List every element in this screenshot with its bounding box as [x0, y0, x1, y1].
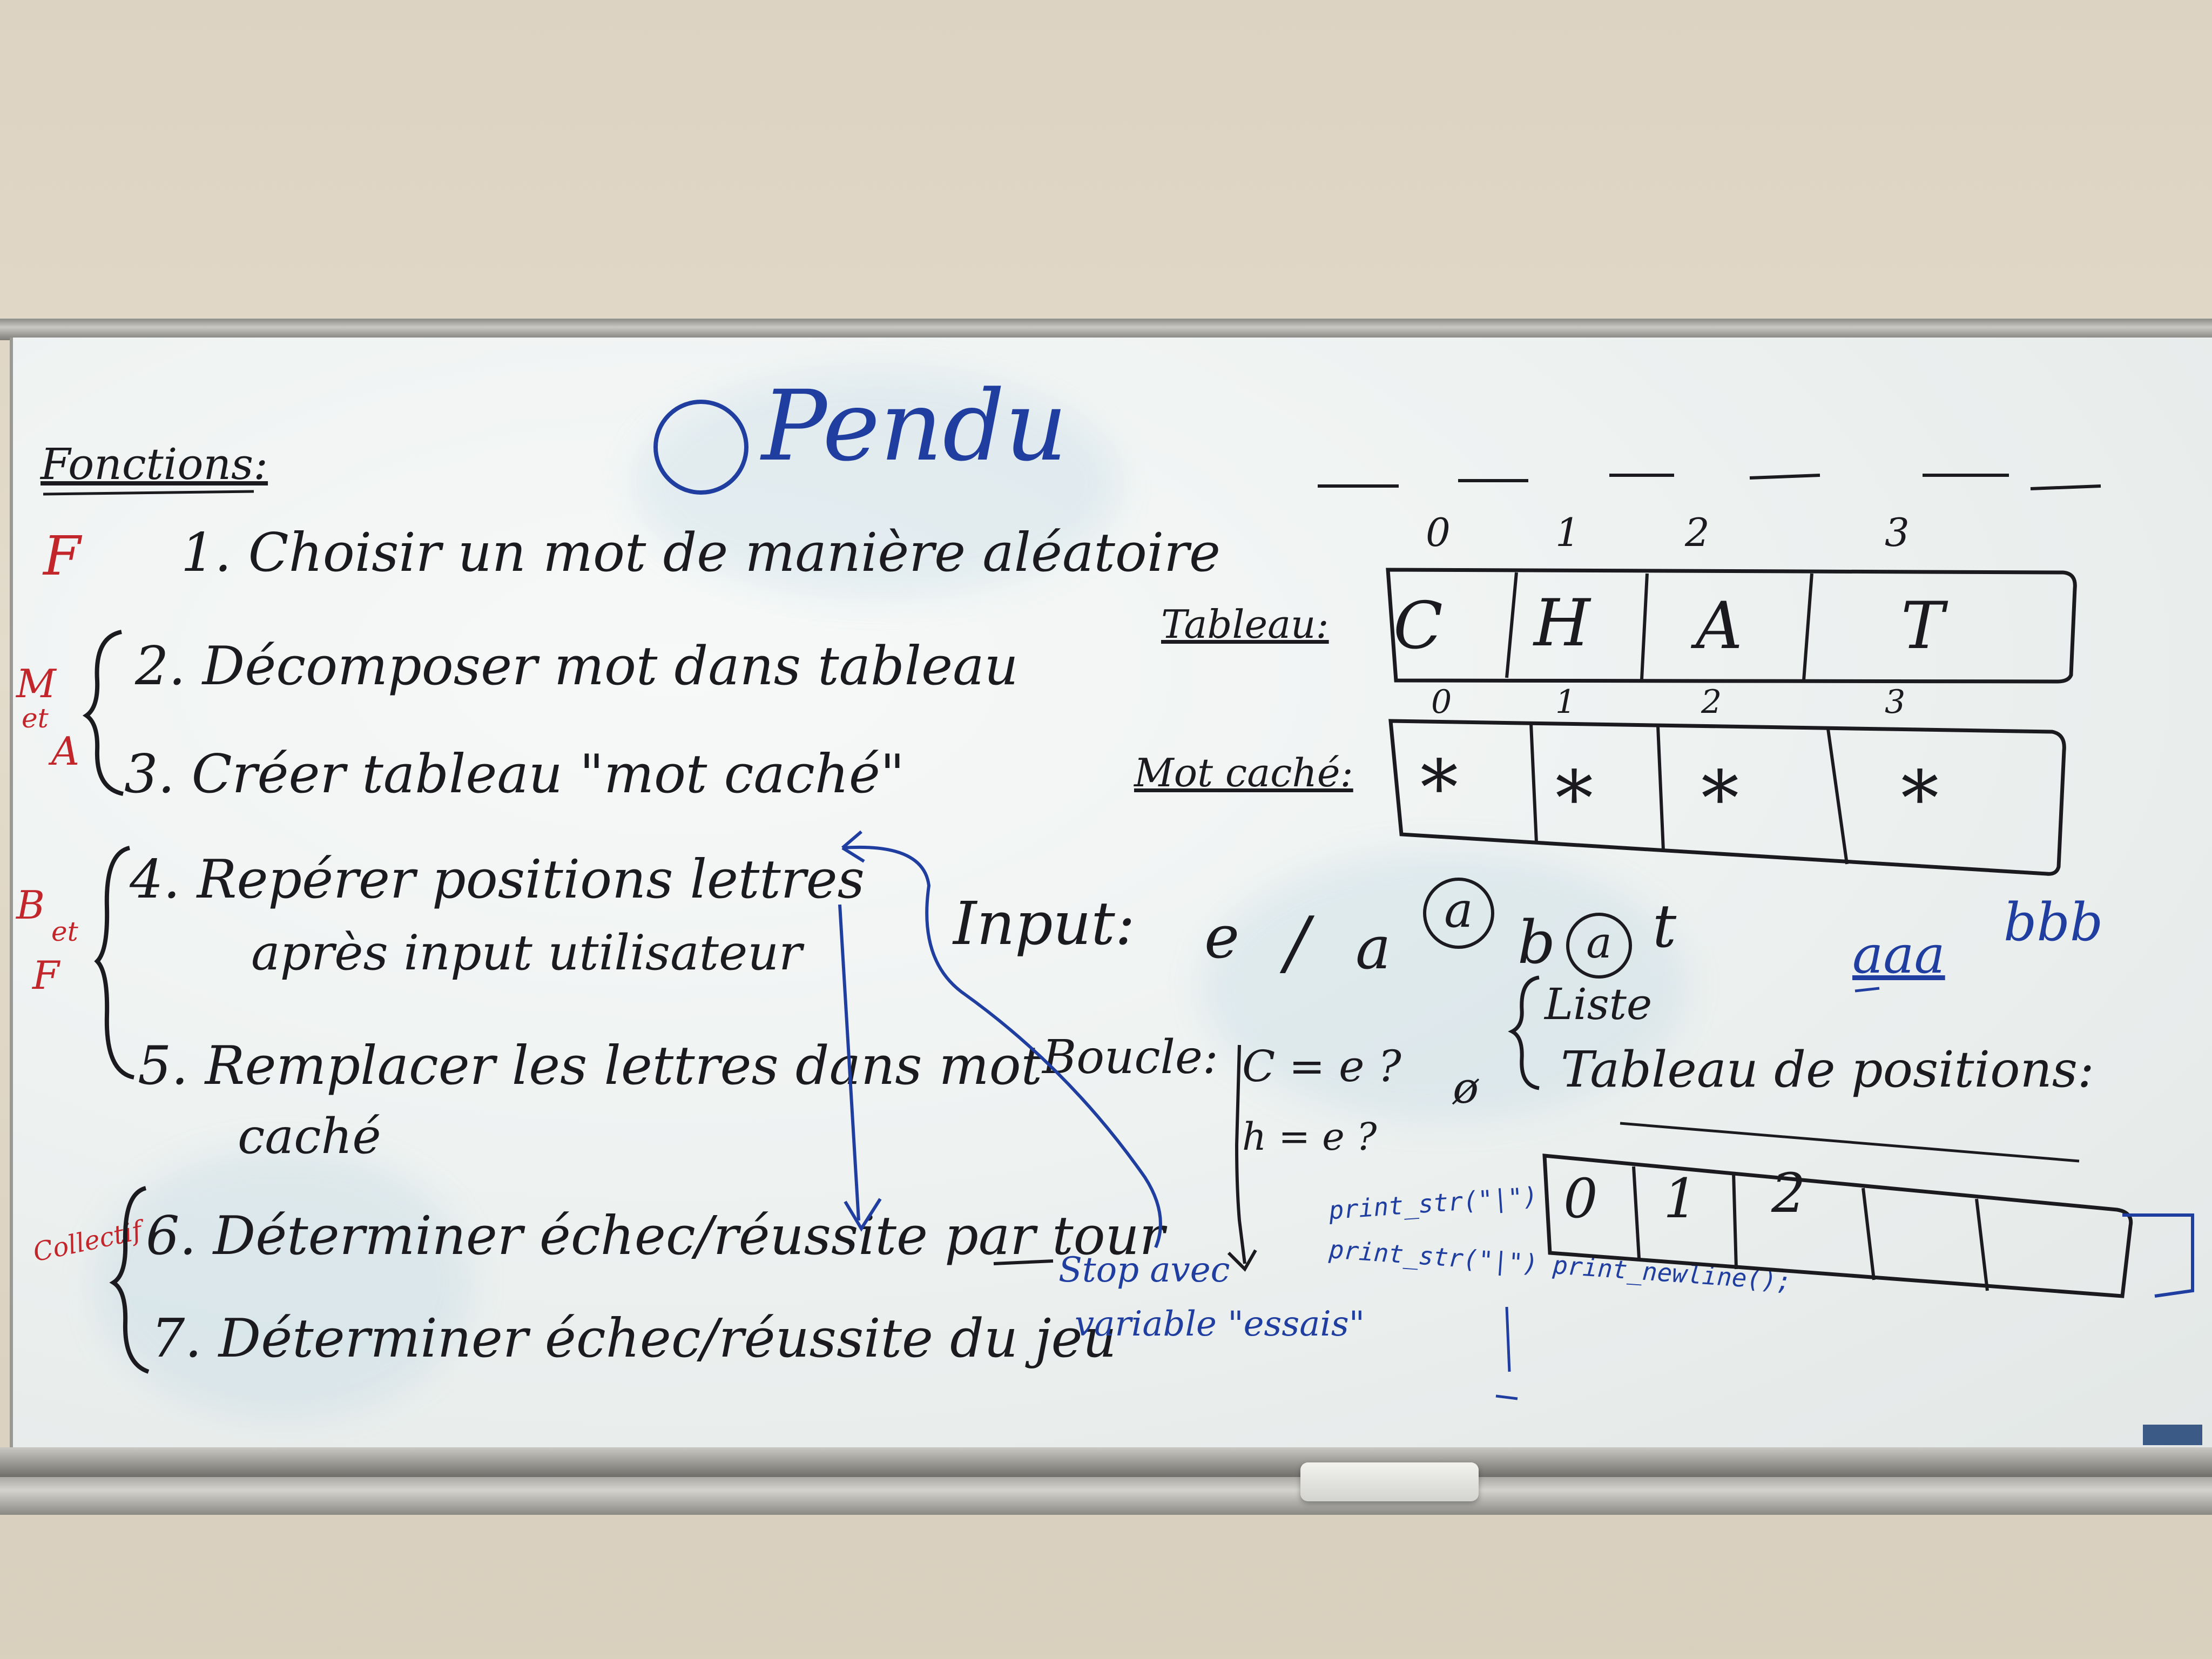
boucle-line: C = e ? — [1242, 1041, 1401, 1091]
tableau-index: 2 — [1685, 510, 1710, 555]
tableau-cell: A — [1696, 589, 1743, 664]
step-1: 1. Choisir un mot de manière aléatoire — [181, 522, 1221, 584]
step-5: 5. Remplacer les lettres dans mot — [138, 1035, 1042, 1097]
tableau-cell: T — [1901, 589, 1945, 664]
board-top-rail — [0, 319, 2212, 340]
tableau-index: 0 — [1426, 510, 1451, 555]
stop-note: variable "essais" — [1075, 1304, 1365, 1344]
input-value: / — [1285, 901, 1309, 983]
stop-note: Stop avec — [1058, 1250, 1230, 1290]
boucle-line: h = e ? — [1242, 1115, 1377, 1159]
boucle-label: Boucle: — [1042, 1030, 1218, 1084]
mot-cache-index: 3 — [1885, 683, 1906, 721]
positions-label: Tableau de positions: — [1561, 1041, 2094, 1098]
input-value: a — [1355, 913, 1391, 982]
input-value: b — [1518, 908, 1556, 977]
mot-cache-index: 2 — [1701, 683, 1722, 721]
margin-label-f: F — [43, 524, 81, 588]
step-6: 6. Déterminer échec/réussite par tour — [146, 1205, 1165, 1267]
step-4: 4. Repérer positions lettres — [130, 849, 865, 911]
example-text: bbb — [2004, 892, 2103, 953]
marker-tray — [0, 1477, 2212, 1515]
step-4-cont: après input utilisateur — [251, 925, 802, 981]
board-eraser — [1300, 1462, 1479, 1501]
margin-label-b: B — [16, 882, 45, 928]
input-label: Input: — [953, 889, 1135, 958]
step-2: 2. Décomposer mot dans tableau — [135, 636, 1019, 697]
title-circle-icon — [653, 400, 748, 495]
mot-cache-cell: * — [1420, 744, 1458, 832]
tableau-index: 1 — [1555, 510, 1580, 555]
mot-cache-label: Mot caché: — [1134, 750, 1353, 795]
tableau-cell: C — [1393, 589, 1443, 664]
functions-heading: Fonctions: — [41, 439, 268, 489]
mot-cache-index: 1 — [1555, 683, 1576, 721]
input-value-circled: a — [1566, 913, 1632, 979]
board-bottom-frame — [0, 1447, 2212, 1477]
position-cell: 0 — [1563, 1167, 1598, 1230]
page-title: Pendu — [761, 370, 1068, 483]
input-value-circled: a — [1423, 878, 1494, 949]
input-value: e — [1204, 902, 1240, 972]
position-cell: 2 — [1771, 1162, 1806, 1225]
step-3: 3. Créer tableau "mot caché" — [124, 744, 905, 805]
manufacturer-label — [2143, 1425, 2202, 1445]
margin-label-et: et — [22, 703, 49, 734]
tableau-cell: H — [1534, 586, 1590, 661]
margin-label-et2: et — [51, 916, 78, 947]
position-cell: 1 — [1663, 1167, 1698, 1230]
mot-cache-index: 0 — [1431, 683, 1452, 721]
margin-label-m: M — [16, 661, 56, 706]
mot-cache-cell: * — [1701, 755, 1739, 843]
margin-label-f2: F — [32, 953, 59, 998]
margin-label-a: A — [51, 729, 79, 774]
mot-cache-cell: * — [1555, 755, 1593, 843]
empty-set-symbol: ø — [1453, 1063, 1479, 1113]
input-value: t — [1653, 892, 1677, 961]
step-7: 7. Déterminer échec/réussite du jeu — [151, 1308, 1117, 1370]
step-5-cont: caché — [238, 1108, 381, 1165]
mot-cache-cell: * — [1901, 755, 1939, 843]
tableau-index: 3 — [1885, 510, 1910, 555]
liste-label: Liste — [1545, 979, 1653, 1029]
example-text: aaa — [1852, 925, 1945, 985]
tableau-label: Tableau: — [1161, 602, 1329, 647]
